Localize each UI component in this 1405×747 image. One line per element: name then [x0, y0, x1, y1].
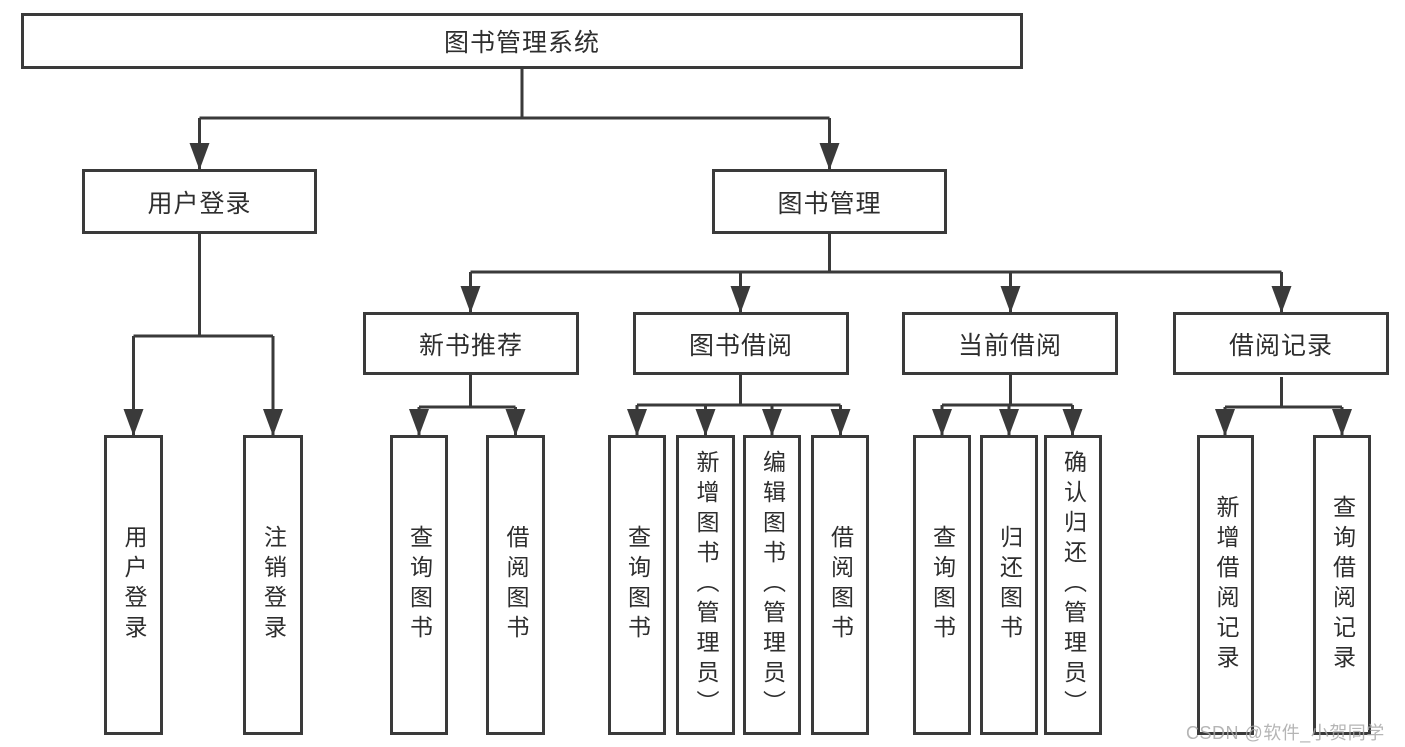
csdn-watermark: CSDN @软件_小贺同学 — [1186, 723, 1385, 743]
leaf-bb-edit-books-admin: 编辑图书（管理员） — [743, 435, 801, 735]
leaf-nb-borrow-books: 借阅图书 — [486, 435, 545, 735]
node-book-borrowing: 图书借阅 — [633, 312, 849, 375]
node-borrowing-records: 借阅记录 — [1173, 312, 1389, 375]
leaf-cb-confirm-return-admin: 确认归还（管理员） — [1044, 435, 1102, 735]
node-library-system: 图书管理系统 — [21, 13, 1023, 69]
leaf-logout: 注销登录 — [243, 435, 303, 735]
node-new-book-recommend: 新书推荐 — [363, 312, 579, 375]
tree-edge-lines — [133, 69, 1342, 409]
node-book-management: 图书管理 — [712, 169, 947, 234]
leaf-cb-query-books: 查询图书 — [913, 435, 971, 735]
leaf-br-query-record: 查询借阅记录 — [1313, 435, 1371, 735]
leaf-bb-query-books: 查询图书 — [608, 435, 666, 735]
leaf-bb-borrow-books: 借阅图书 — [811, 435, 869, 735]
leaf-bb-add-books-admin: 新增图书（管理员） — [676, 435, 735, 735]
node-user-login: 用户登录 — [82, 169, 317, 234]
leaf-user-login: 用户登录 — [104, 435, 163, 735]
leaf-br-add-record: 新增借阅记录 — [1197, 435, 1254, 735]
leaf-nb-query-books: 查询图书 — [390, 435, 448, 735]
leaf-cb-return-books: 归还图书 — [980, 435, 1038, 735]
node-current-borrowing: 当前借阅 — [902, 312, 1118, 375]
